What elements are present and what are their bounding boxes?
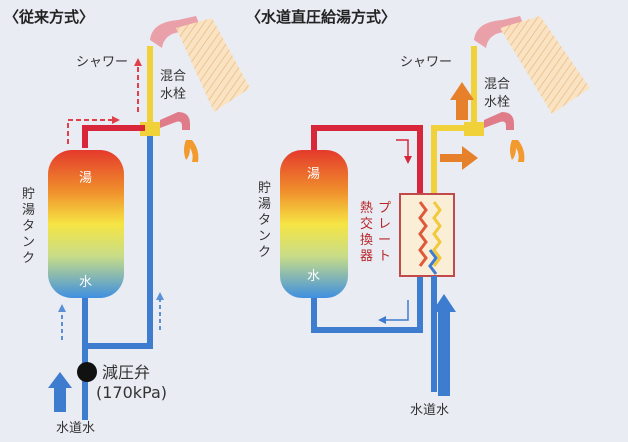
right-diagram: 〈水道直圧給湯方式〉: [246, 8, 590, 418]
right-mixer-faucet-icon: [464, 112, 514, 136]
right-cold-flow-arrowhead: [378, 316, 386, 324]
left-mixer-label-1: 混合: [160, 69, 186, 84]
left-tank-vertical-label: 貯 湯 タ ン ク: [22, 187, 35, 266]
right-tank-label-char: ン: [258, 229, 271, 244]
left-tank-label-char: 貯: [22, 187, 35, 202]
left-tank-flow-arrowhead: [58, 304, 66, 312]
right-cold-loop-pipe: [311, 270, 423, 333]
left-shower-head-icon: [150, 16, 250, 112]
right-tank-label-char: 貯: [258, 181, 271, 196]
left-title: 〈従来方式〉: [4, 8, 94, 26]
right-hx-label-char: 器: [360, 249, 373, 264]
left-cold-flow-arrowhead: [156, 292, 164, 300]
right-mixer-label-1: 混合: [484, 77, 510, 92]
right-hx-vertical-label-1: プ レ ー ト: [378, 201, 391, 264]
right-hx-label-char: 換: [360, 233, 373, 248]
right-hot-loop-pipe: [311, 125, 423, 202]
right-flame-icon: [510, 140, 525, 162]
left-shower-flow-arrowhead: [134, 58, 142, 66]
right-hx-label-char: ー: [378, 233, 391, 248]
right-plate-heat-exchanger: [399, 193, 455, 277]
right-hx-label-char: レ: [378, 217, 391, 232]
left-tank-label-char: ク: [22, 251, 35, 266]
right-cold-flow-arrow: [386, 300, 409, 321]
left-tank-label-char: タ: [22, 219, 35, 234]
right-tank-label-char: 湯: [258, 197, 271, 212]
left-valve-pressure: (170kPa): [96, 383, 167, 402]
right-water-in-label: 水道水: [410, 403, 449, 418]
right-tank-vertical-label: 貯 湯 タ ン ク: [258, 181, 271, 260]
left-tank-label-char: ン: [22, 235, 35, 250]
right-faucet-flow-arrow-icon: [440, 146, 478, 170]
left-mixer-label-2: 水栓: [160, 87, 186, 102]
right-mixed-pipe: [431, 125, 466, 202]
right-hx-label-char: プ: [378, 201, 391, 216]
left-pressure-valve-icon: [77, 362, 97, 382]
right-hot-flow-arrow: [396, 139, 409, 156]
left-hot-flow-arrowhead: [112, 116, 120, 124]
right-storage-tank: [280, 150, 348, 298]
left-water-supply-arrow-icon: [48, 372, 72, 412]
left-storage-tank: [48, 150, 124, 298]
right-tank-label-char: タ: [258, 213, 271, 228]
right-hx-label-char: ト: [378, 249, 391, 264]
left-flame-icon: [184, 140, 199, 162]
left-cold-pipe: [85, 136, 153, 349]
left-tank-label-char: 湯: [22, 203, 35, 218]
left-hot-pipe: [82, 125, 145, 148]
right-shower-flow-arrow-icon: [450, 82, 474, 120]
right-water-supply-arrow-icon: [432, 294, 456, 396]
right-shower-label: シャワー: [400, 55, 452, 70]
right-hx-label-char: 熱: [360, 201, 373, 216]
right-hx-zigzag: [418, 201, 442, 275]
right-hot-flow-arrowhead: [404, 156, 412, 164]
left-tank-cold-label: 水: [79, 275, 92, 290]
right-title: 〈水道直圧給湯方式〉: [246, 8, 396, 26]
left-valve-label: 減圧弁: [102, 363, 150, 382]
left-diagram: 〈従来方式〉 シャワー: [4, 8, 250, 436]
left-tank-hot-label: 湯: [79, 171, 92, 186]
left-water-in-label: 水道水: [56, 421, 95, 436]
right-hx-vertical-label-2: 熱 交 換 器: [360, 201, 373, 264]
left-shower-label: シャワー: [76, 55, 128, 70]
right-tank-cold-label: 水: [307, 269, 320, 284]
right-mixer-label-2: 水栓: [484, 95, 510, 110]
right-shower-head-icon: [474, 16, 590, 114]
right-hx-label-char: 交: [360, 216, 373, 232]
left-hot-flow-arrow: [67, 119, 112, 144]
right-tank-label-char: ク: [258, 245, 271, 260]
right-tank-hot-label: 湯: [307, 167, 320, 182]
